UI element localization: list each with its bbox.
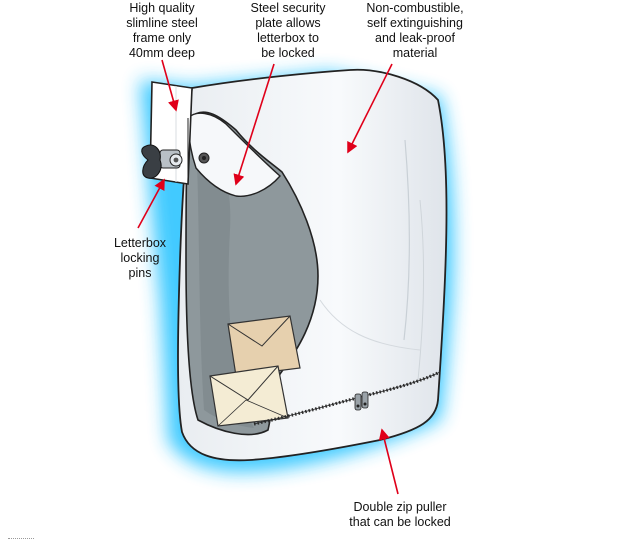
zip-puller-icon	[354, 391, 369, 411]
callout-plate-line: Steel security	[250, 1, 326, 15]
callout-zip-line: Double zip puller	[353, 500, 447, 514]
arrow-plate	[233, 63, 275, 186]
arrow-pins	[137, 178, 165, 229]
callout-material: Non-combustible, self extinguishing and …	[335, 1, 495, 61]
callout-material-line: and leak-proof	[375, 31, 455, 45]
callout-material-line: Non-combustible,	[366, 1, 464, 15]
corner-mark	[8, 538, 34, 540]
callout-arrows	[137, 59, 399, 495]
callout-locking-pins: Letterbox locking pins	[100, 236, 180, 281]
callout-plate-line: plate allows	[255, 16, 321, 30]
callout-frame-line: 40mm deep	[128, 46, 195, 60]
security-plate	[187, 112, 281, 197]
arrow-material	[347, 63, 393, 154]
callout-security-plate: Steel security plate allows letterbox to…	[218, 1, 358, 61]
callout-frame-line: High quality	[129, 1, 195, 15]
callout-plate-line: letterbox to	[257, 31, 319, 45]
callout-frame: High quality slimline steel frame only 4…	[92, 1, 232, 61]
callout-material-line: material	[392, 46, 438, 60]
envelope-front	[209, 365, 289, 427]
callout-frame-line: slimline steel	[126, 16, 198, 30]
locking-pin-knob	[141, 144, 183, 179]
callout-zip-line: that can be locked	[349, 515, 451, 529]
callout-material-line: self extinguishing	[367, 16, 463, 30]
callout-frame-line: frame only	[132, 31, 192, 45]
arrow-frame	[161, 59, 179, 112]
callout-pins-line: Letterbox	[113, 236, 167, 250]
callout-pins-line: locking	[120, 251, 160, 265]
callout-zip-puller: Double zip puller that can be locked	[325, 500, 475, 530]
envelope-back	[227, 315, 301, 377]
arrow-zip	[378, 428, 399, 495]
callout-pins-line: pins	[128, 266, 152, 280]
callout-plate-line: be locked	[261, 46, 315, 60]
